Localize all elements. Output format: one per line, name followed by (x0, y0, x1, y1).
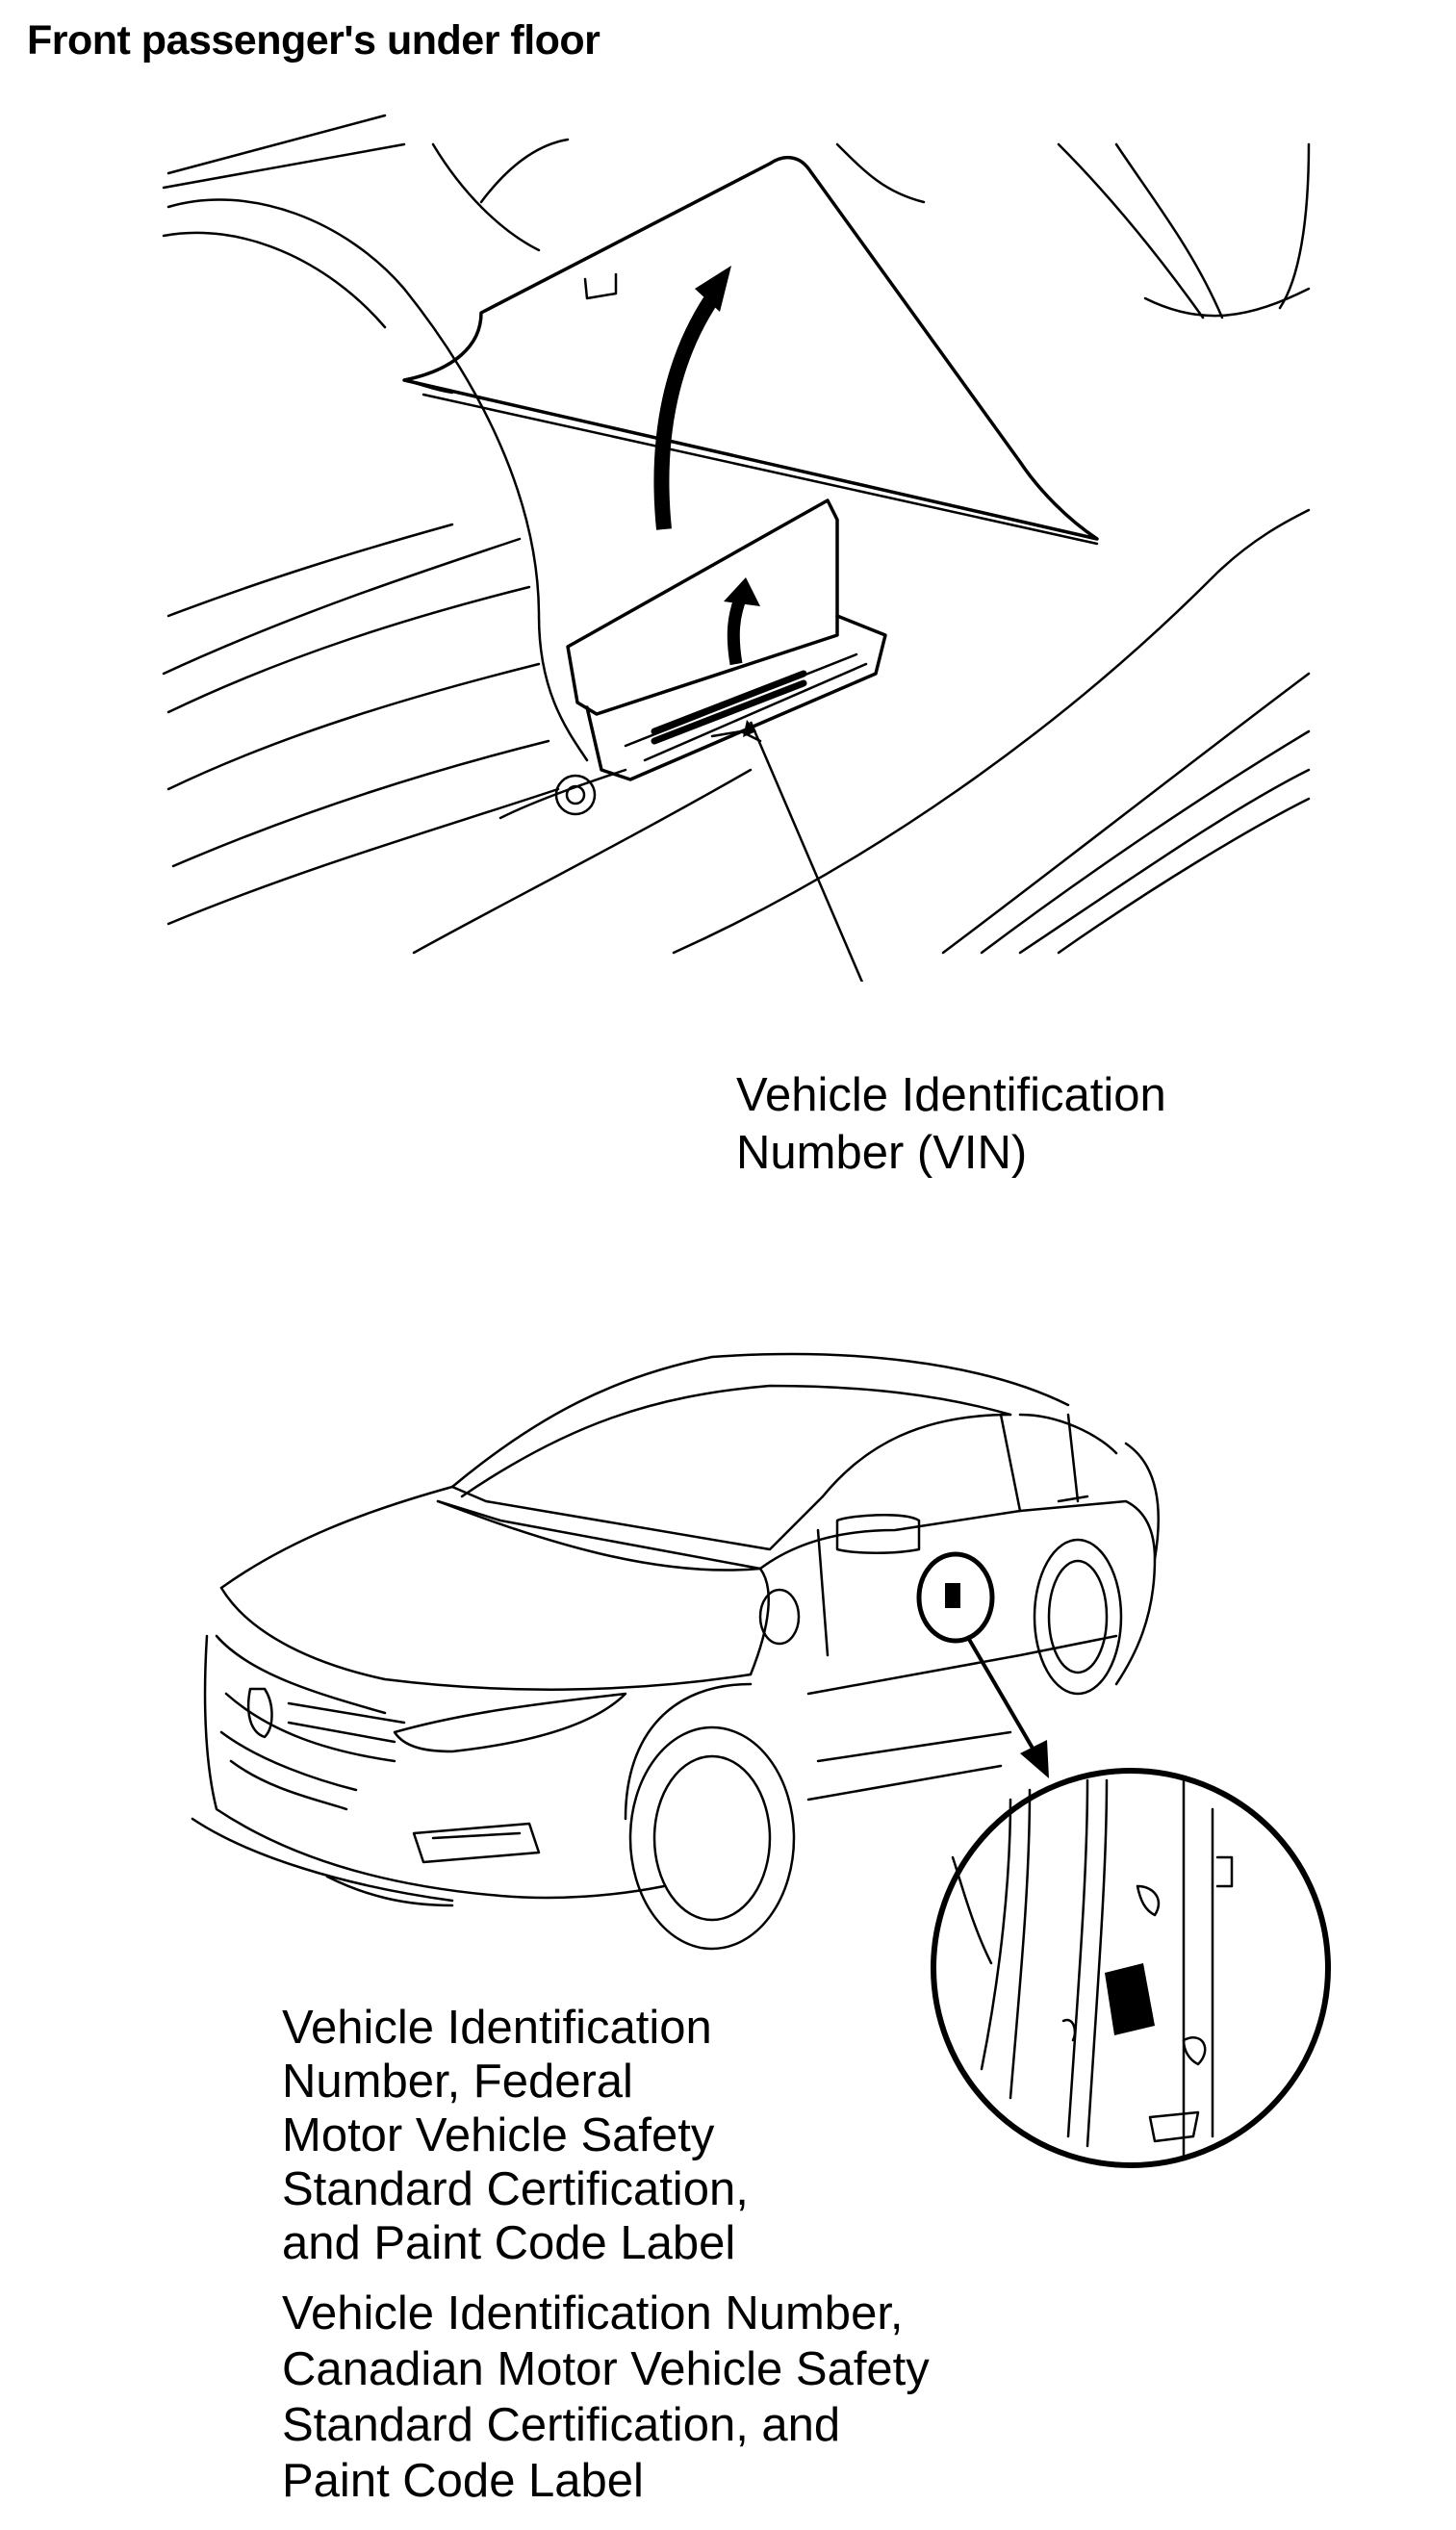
federal-label-line-3: Motor Vehicle Safety (282, 2109, 715, 2161)
page-heading: Front passenger's under floor (27, 17, 600, 64)
federal-label-line-1: Vehicle Identification (282, 2002, 712, 2054)
floor-vin-illustration (162, 114, 1311, 982)
federal-label-line-2: Number, Federal (282, 2056, 633, 2108)
federal-label-callout: Vehicle Identification Number, Federal M… (282, 2001, 749, 2270)
federal-label-line-5: and Paint Code Label (282, 2217, 736, 2269)
federal-label-line-4: Standard Certification, (282, 2163, 749, 2215)
canadian-label-line-2: Canadian Motor Vehicle Safety (282, 2343, 930, 2395)
vin-callout-line-2: Number (VIN) (736, 1127, 1028, 1179)
canadian-label-line-4: Paint Code Label (282, 2455, 644, 2507)
canadian-label-line-3: Standard Certification, and (282, 2399, 841, 2451)
vin-callout-line-1: Vehicle Identification (736, 1069, 1166, 1121)
canadian-label-line-1: Vehicle Identification Number, (282, 2287, 904, 2339)
canadian-label-callout: Vehicle Identification Number, Canadian … (282, 2286, 930, 2509)
vin-callout: Vehicle Identification Number (VIN) (736, 1066, 1166, 1182)
